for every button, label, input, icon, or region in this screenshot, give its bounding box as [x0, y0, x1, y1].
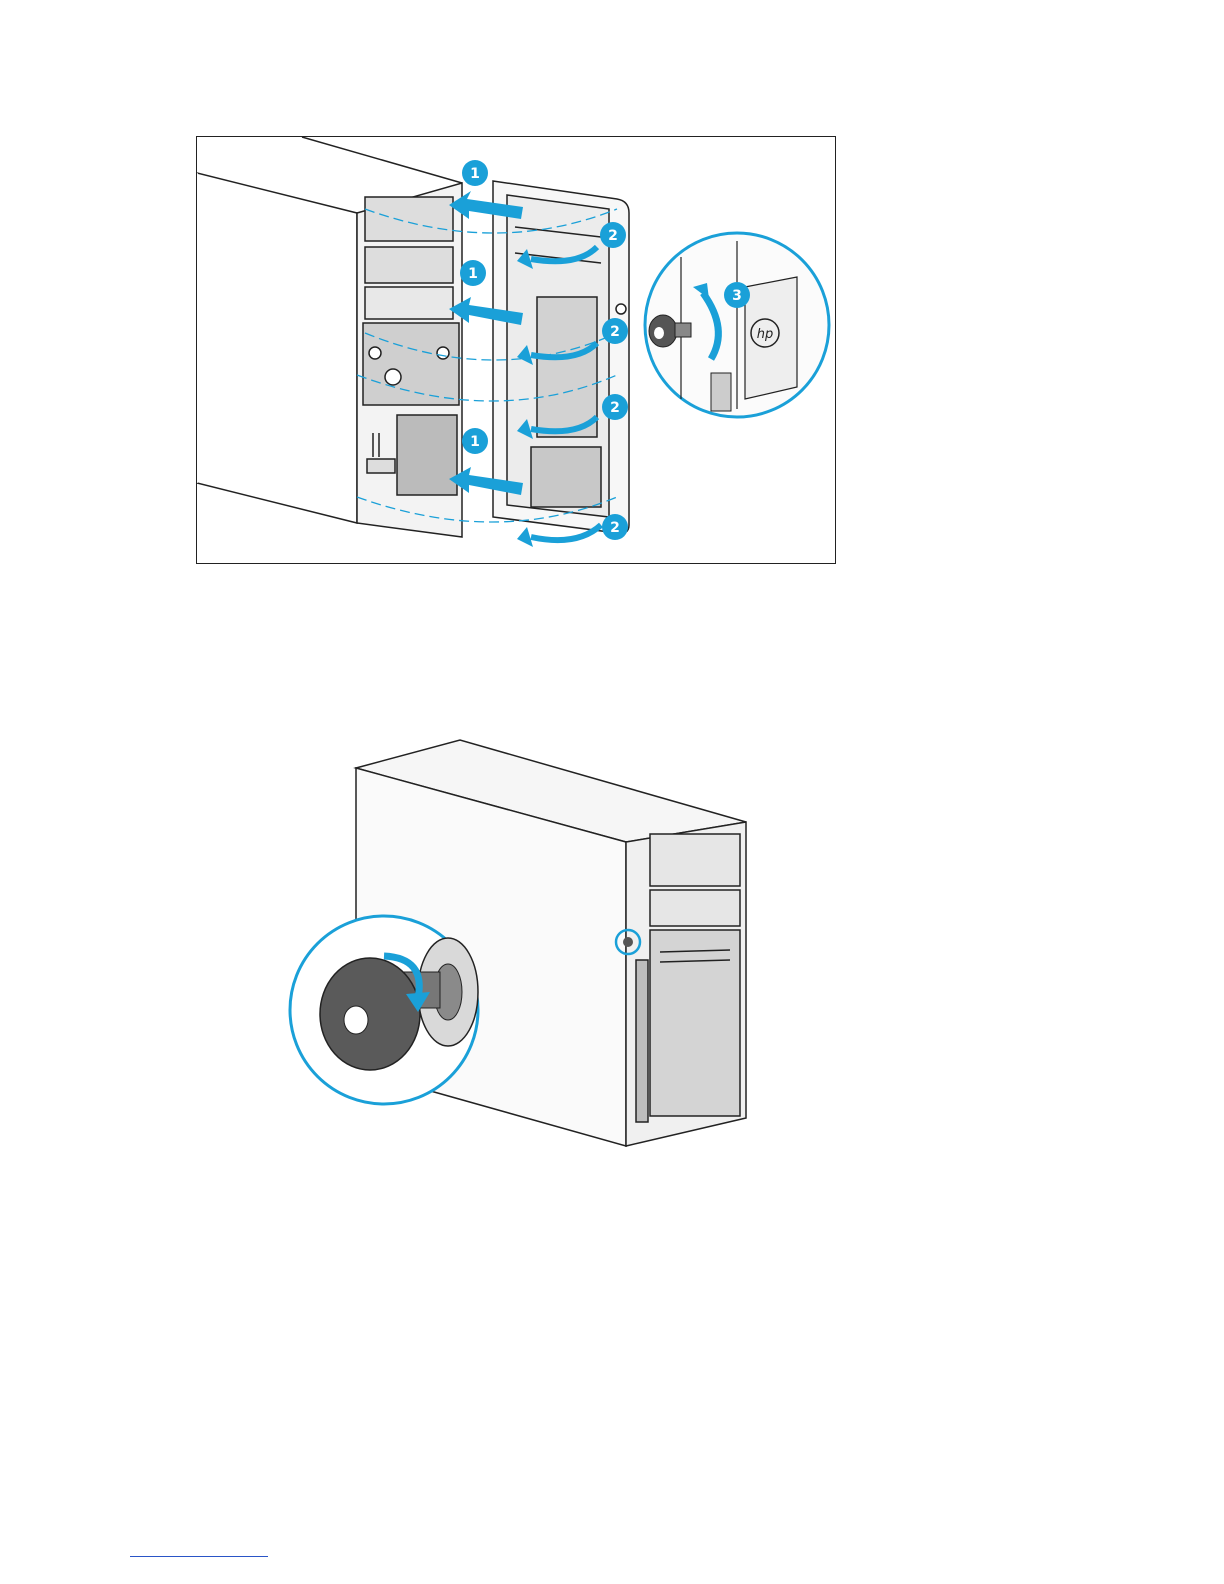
svg-text:2: 2 — [610, 400, 620, 416]
key-lock-icon — [645, 233, 829, 417]
bezel-lock-illustration — [280, 730, 760, 1150]
server-chassis-icon — [197, 137, 462, 537]
callout-step2-c: 2 — [602, 394, 628, 420]
svg-text:1: 1 — [470, 434, 480, 450]
callout-step2-b: 2 — [602, 318, 628, 344]
callout-step2-d: 2 — [602, 514, 628, 540]
footer-rule — [130, 1556, 268, 1557]
bezel-installation-illustration: 1 1 1 2 2 2 2 — [197, 137, 835, 563]
figure-bezel-lock — [280, 730, 760, 1150]
key-icon — [290, 916, 478, 1104]
svg-text:hp: hp — [757, 327, 774, 342]
callout-step1-c: 1 — [462, 428, 488, 454]
svg-text:2: 2 — [610, 324, 620, 340]
figure-bezel-installation: 1 1 1 2 2 2 2 — [196, 136, 836, 564]
svg-text:2: 2 — [610, 520, 620, 536]
callout-step3: 3 — [724, 282, 750, 308]
svg-text:2: 2 — [608, 228, 618, 244]
svg-text:1: 1 — [468, 266, 478, 282]
callout-step2-a: 2 — [600, 222, 626, 248]
callout-step1-a: 1 — [462, 160, 488, 186]
svg-text:3: 3 — [732, 288, 742, 304]
svg-text:1: 1 — [470, 166, 480, 182]
callout-step1-b: 1 — [460, 260, 486, 286]
